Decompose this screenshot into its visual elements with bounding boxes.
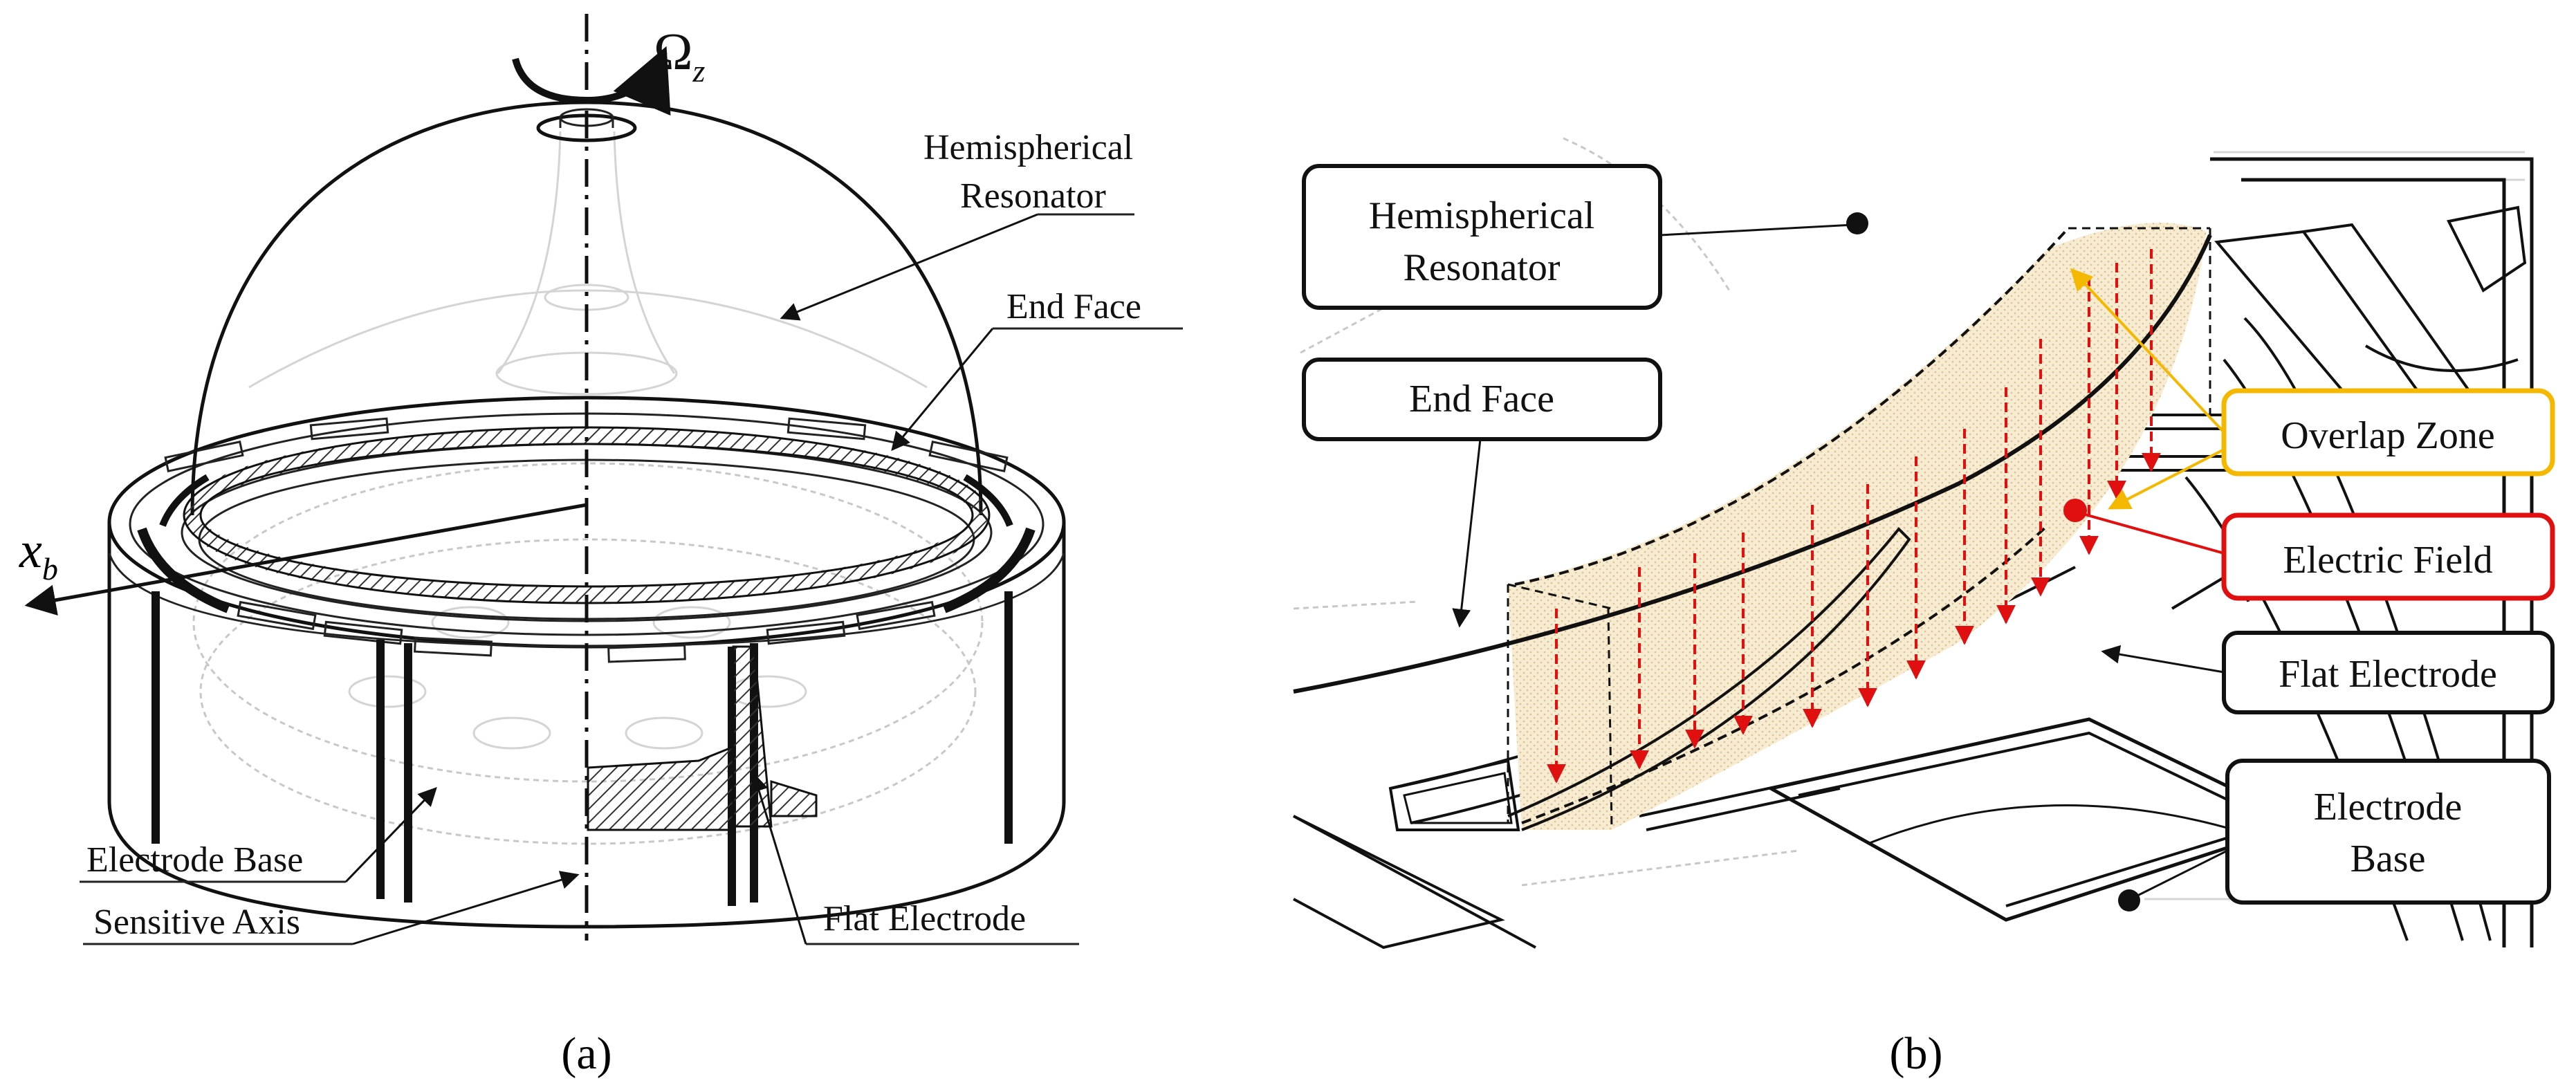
box-electric-field-label: Electric Field: [2283, 539, 2492, 582]
leader-electrode-base: [344, 787, 437, 883]
dot-electric-field: [2063, 499, 2087, 522]
leader-hemispherical: [780, 213, 1038, 321]
leader-flat-electrode: [750, 772, 807, 945]
label-flat-electrode: Flat Electrode: [823, 899, 1026, 938]
box-end-face-label: End Face: [1409, 378, 1554, 420]
box-electrode-base-label-2: Base: [2350, 837, 2426, 880]
dot-hemispherical: [1846, 212, 1868, 234]
xb-axis-line: [24, 503, 587, 616]
label-electrode-base: Electrode Base: [86, 840, 303, 880]
box-electric-field: [2221, 512, 2555, 601]
dot-electrode-base: [2118, 889, 2140, 911]
label-hemispherical-1: Hemispherical: [923, 128, 1133, 167]
leader-sensitive-axis: [352, 871, 580, 945]
box-hemispherical-label-2: Resonator: [1403, 246, 1560, 289]
electric-field-arrows: [1547, 249, 2161, 784]
box-end-face: [1302, 358, 1662, 441]
leader-end-face: [891, 328, 994, 452]
box-flat-electrode-label: Flat Electrode: [2279, 653, 2497, 696]
leader-overlap-2: [2108, 448, 2225, 510]
box-overlap-zone-label: Overlap Zone: [2281, 414, 2494, 457]
box-flat-electrode: [2222, 631, 2555, 714]
label-end-face: End Face: [1006, 287, 1141, 326]
leader-overlap-1: [2070, 268, 2225, 434]
caption-b: (b): [1890, 1028, 1943, 1079]
rotation-arrow: [512, 46, 671, 116]
xb-label: xb: [19, 522, 58, 586]
box-electrode-base-label-1: Electrode: [2314, 786, 2463, 829]
label-hemispherical-2: Resonator: [960, 176, 1106, 216]
omega-label: Ωz: [654, 23, 705, 89]
caption-a: (a): [561, 1028, 611, 1079]
box-hemispherical-resonator: [1302, 164, 1662, 310]
box-electrode-base: [2225, 759, 2551, 905]
panel-a: Ωz xb Hemispherical Resonator End Face E…: [19, 14, 1183, 1079]
panel-b: Hemispherical Resonator End Face Overlap…: [1293, 137, 2555, 1079]
leader-b-end-face: [1452, 438, 1482, 628]
label-sensitive-axis: Sensitive Axis: [93, 903, 300, 942]
resonator-end-face-curve: [1293, 234, 2212, 694]
box-hemispherical-label-1: Hemispherical: [1369, 194, 1595, 237]
leader-b-flat-electrode: [2101, 645, 2225, 674]
